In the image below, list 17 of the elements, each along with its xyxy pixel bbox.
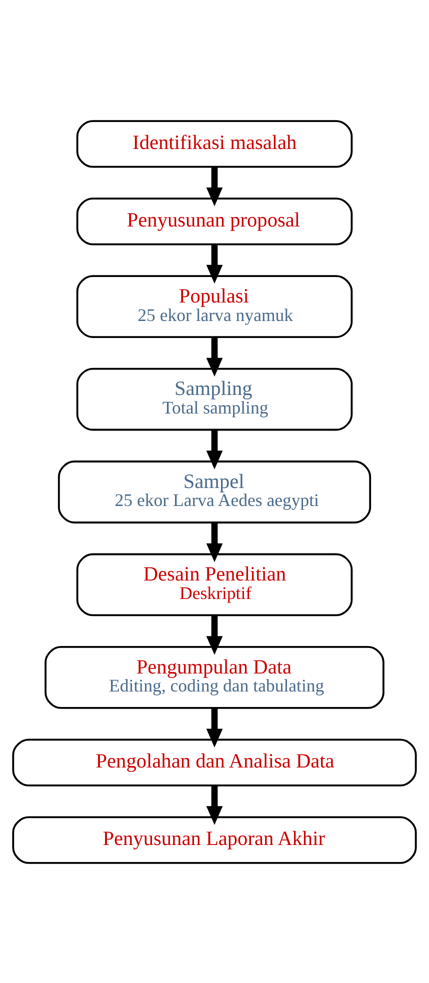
arrow <box>206 166 223 206</box>
node-box: Identifikasi masalah <box>76 120 353 168</box>
node-box: Penyusunan Laporan Akhir <box>12 816 417 864</box>
node-box: Penyusunan proposal <box>76 197 353 245</box>
arrow <box>206 336 223 376</box>
node-box: Sampel 25 ekor Larva Aedes aegypti <box>58 460 372 523</box>
arrow <box>206 430 223 469</box>
node-box: Sampling Total sampling <box>76 367 353 430</box>
node-box: Populasi 25 ekor larva nyamuk <box>76 274 353 338</box>
arrow <box>206 615 223 654</box>
node-box: Pengumpulan Data Editing, coding dan tabulating <box>44 646 384 708</box>
arrow <box>206 708 223 747</box>
node-box: Pengolahan dan Analisa Data <box>12 738 417 786</box>
arrow <box>206 244 223 284</box>
node-box: Desain Penelitian Deskriptif <box>76 552 353 616</box>
arrow <box>206 522 223 562</box>
arrow <box>206 785 223 824</box>
